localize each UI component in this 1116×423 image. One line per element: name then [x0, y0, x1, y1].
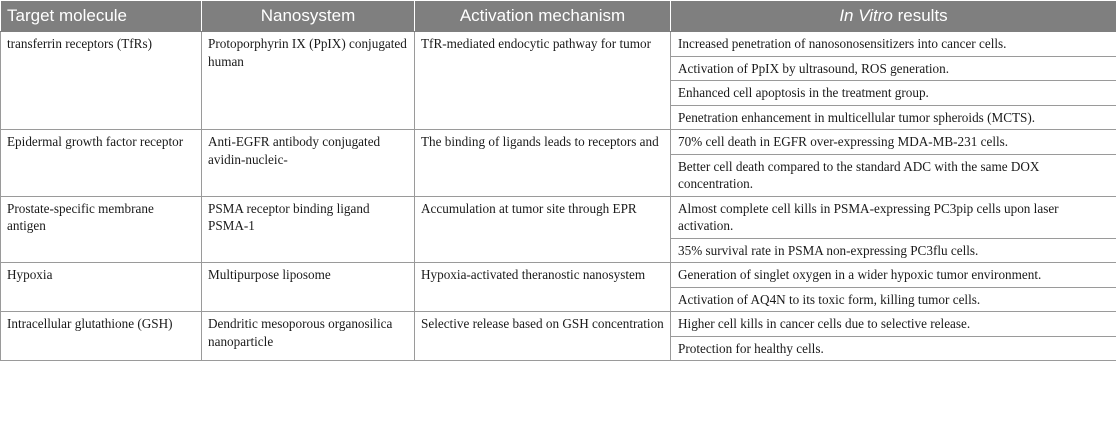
result-cell: Increased penetration of nanosonosensiti… — [670, 31, 1116, 57]
table-row: Activation of PpIX by ultrasound, ROS ge… — [1, 55, 1116, 81]
target-cell: Hypoxia — [0, 262, 202, 312]
result-cell: Better cell death compared to the standa… — [670, 153, 1116, 197]
target-cell: Epidermal growth factor receptor — [0, 129, 202, 197]
result-cell: Protection for healthy cells. — [670, 335, 1116, 361]
result-cell: 35% survival rate in PSMA non-expressing… — [670, 237, 1116, 263]
table-row: Intracellular glutathione (GSH) Dendriti… — [0, 311, 1116, 361]
table-row: Protection for healthy cells. — [1, 335, 1116, 361]
result-cell: Generation of singlet oxygen in a wider … — [670, 262, 1116, 288]
result-cell: Activation of PpIX by ultrasound, ROS ge… — [670, 55, 1116, 81]
header-row: Target molecule Nanosystem Activation me… — [0, 0, 1116, 32]
table-row: Epidermal growth factor receptor Anti-EG… — [0, 129, 1116, 197]
table-row: Hypoxia Multipurpose liposome Hypoxia-ac… — [0, 262, 1116, 312]
target-cell: Intracellular glutathione (GSH) — [0, 311, 202, 361]
header-in-vitro-results: In Vitro results — [670, 0, 1116, 32]
result-cell: Activation of AQ4N to its toxic form, ki… — [670, 286, 1116, 312]
header-in-vitro-emphasis: In Vitro — [839, 6, 893, 25]
header-target-molecule: Target molecule — [0, 0, 202, 32]
header-nanosystem: Nanosystem — [201, 0, 415, 32]
nanosystem-cell: Dendritic mesoporous organosilica nanopa… — [201, 311, 415, 361]
nanosystem-cell: Multipurpose liposome — [201, 262, 415, 312]
header-results-suffix: results — [892, 6, 948, 25]
result-cell: Higher cell kills in cancer cells due to… — [670, 311, 1116, 337]
target-cell: Prostate-specific membrane antigen — [0, 195, 202, 263]
nanosystem-cell: Protoporphyrin IX (PpIX) conjugated huma… — [201, 31, 415, 130]
mechanism-cell: TfR-mediated endocytic pathway for tumor — [414, 31, 671, 130]
mechanism-cell: Hypoxia-activated theranostic nanosystem — [414, 262, 671, 312]
result-cell: Enhanced cell apoptosis in the treatment… — [670, 80, 1116, 106]
table-row: Enhanced cell apoptosis in the treatment… — [1, 80, 1116, 106]
table-row: Better cell death compared to the standa… — [1, 153, 1116, 197]
nanosystem-cell: Anti-EGFR antibody conjugated avidin-nuc… — [201, 129, 415, 197]
header-activation-mechanism: Activation mechanism — [414, 0, 671, 32]
mechanism-cell: Accumulation at tumor site through EPR — [414, 195, 671, 263]
result-cell: Almost complete cell kills in PSMA-expre… — [670, 195, 1116, 239]
results-table: Target molecule Nanosystem Activation me… — [0, 0, 1116, 361]
mechanism-cell: Selective release based on GSH concentra… — [414, 311, 671, 361]
result-cell: Penetration enhancement in multicellular… — [670, 104, 1116, 130]
nanosystem-cell: PSMA receptor binding ligand PSMA-1 — [201, 195, 415, 263]
mechanism-cell: The binding of ligands leads to receptor… — [414, 129, 671, 197]
result-cell: 70% cell death in EGFR over-expressing M… — [670, 129, 1116, 155]
table-row: transferrin receptors (TfRs) Protoporphy… — [0, 31, 1116, 130]
target-cell: transferrin receptors (TfRs) — [0, 31, 202, 130]
table-row: Prostate-specific membrane antigen PSMA … — [0, 195, 1116, 263]
